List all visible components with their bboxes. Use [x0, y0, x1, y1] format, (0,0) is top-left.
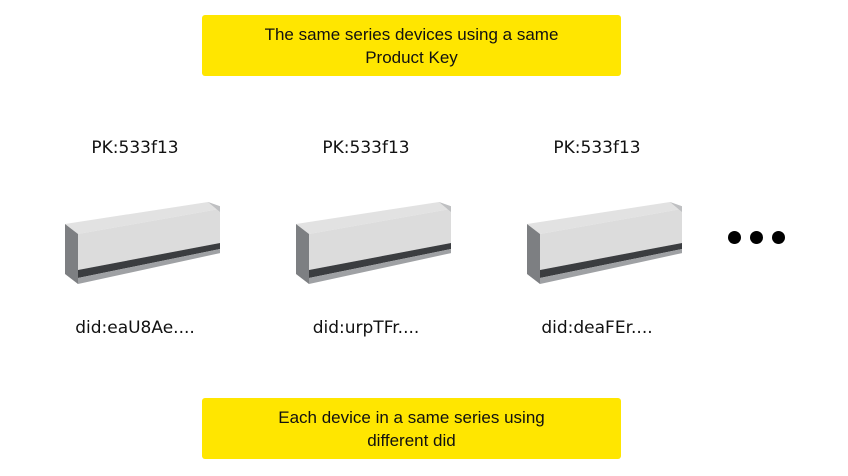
top-banner-line-2: Product Key	[365, 47, 458, 67]
bottom-banner-text: Each device in a same series using diffe…	[278, 406, 544, 452]
ellipsis-icon	[728, 231, 785, 244]
top-banner-line-1: The same series devices using a same	[264, 24, 559, 44]
air-conditioner-unit-icon	[527, 202, 682, 284]
ellipsis-dot	[750, 231, 763, 244]
device-3-did-label: did:deaFEr....	[541, 318, 653, 338]
device-3-pk-label: PK:533f13	[553, 138, 641, 158]
bottom-banner: Each device in a same series using diffe…	[202, 398, 621, 459]
air-conditioner-unit-icon	[65, 202, 220, 284]
top-banner: The same series devices using a same Pro…	[202, 15, 621, 76]
device-1-pk-label: PK:533f13	[91, 138, 179, 158]
device-2-did-label: did:urpTFr....	[312, 318, 420, 338]
device-2: PK:533f13 did:urpTFr....	[281, 130, 451, 350]
device-3: PK:533f13 did:deaFEr....	[512, 130, 682, 350]
air-conditioner-unit-icon	[296, 202, 451, 284]
device-1-did-label: did:eaU8Ae....	[75, 318, 195, 338]
top-banner-text: The same series devices using a same Pro…	[265, 23, 559, 69]
bottom-banner-line-2: different did	[367, 430, 456, 450]
ellipsis-dot	[728, 231, 741, 244]
ellipsis-dot	[772, 231, 785, 244]
device-2-pk-label: PK:533f13	[322, 138, 410, 158]
bottom-banner-line-1: Each device in a same series using	[278, 407, 545, 427]
device-1: PK:533f13 did:eaU8Ae....	[50, 130, 220, 350]
